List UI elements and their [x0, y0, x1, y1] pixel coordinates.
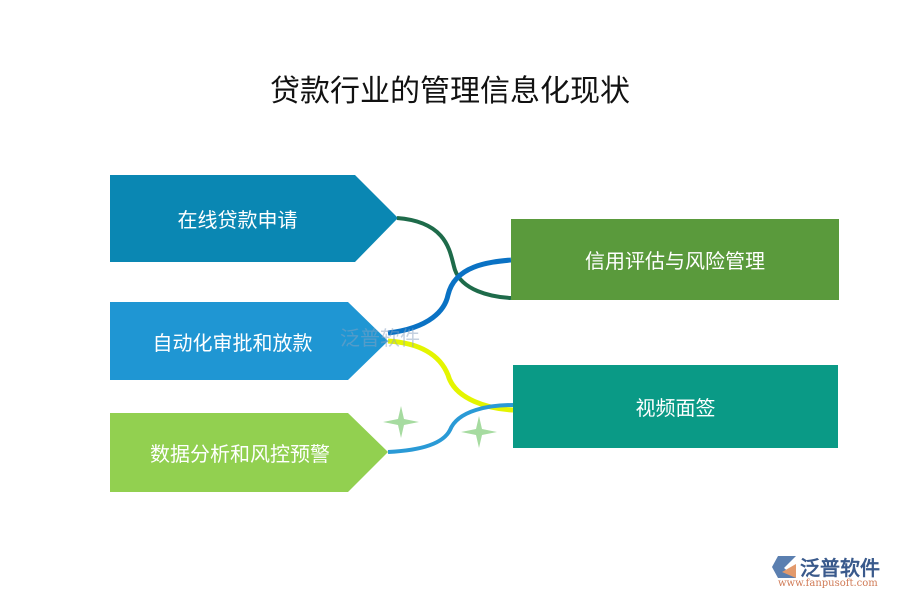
left-item-3: 数据分析和风控预警	[110, 413, 370, 492]
connector-1	[396, 216, 512, 300]
connector-2	[387, 257, 512, 336]
sparkle-icon	[461, 416, 497, 448]
connector-4	[387, 403, 514, 454]
right-item-label: 信用评估与风险管理	[585, 249, 765, 273]
right-item-2: 视频面签	[513, 365, 838, 448]
page-title: 贷款行业的管理信息化现状	[270, 74, 630, 109]
left-item-1: 在线贷款申请	[110, 175, 355, 262]
logo-url: www.fanpusoft.com	[778, 578, 878, 589]
left-box-2-shape	[110, 302, 388, 380]
left-item-2: 自动化审批和放款	[110, 302, 355, 380]
sparkle-icon	[383, 406, 419, 438]
logo-icon	[772, 556, 796, 578]
left-item-label: 数据分析和风控预警	[150, 442, 330, 466]
connector-3	[387, 338, 514, 413]
watermark: 泛普软件	[340, 326, 420, 350]
left-item-label: 自动化审批和放款	[152, 330, 313, 355]
left-box-3-shape	[110, 413, 388, 492]
right-item-label: 视频面签	[635, 396, 716, 420]
logo-name: 泛普软件	[800, 556, 880, 580]
left-item-label: 在线贷款申请	[177, 208, 298, 232]
left-box-1-shape	[110, 175, 398, 262]
right-item-1: 信用评估与风险管理	[511, 219, 839, 300]
